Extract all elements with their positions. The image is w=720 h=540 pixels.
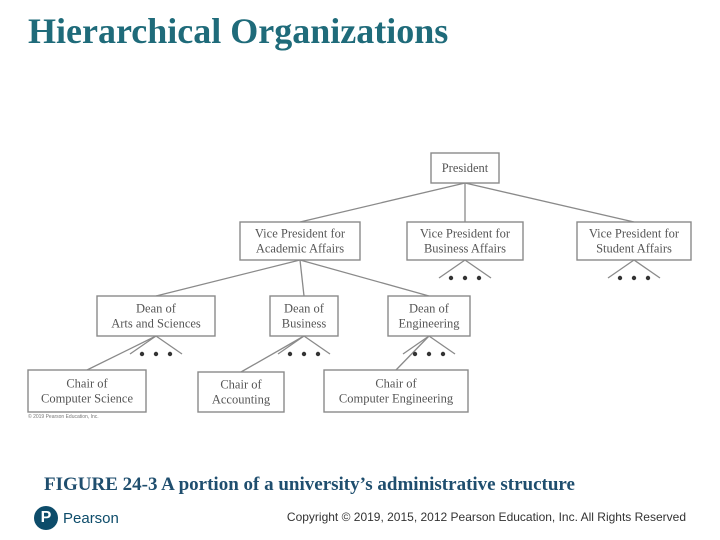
org-node-label: Arts and Sciences xyxy=(111,317,201,331)
org-node-box xyxy=(27,369,147,413)
org-node-label: Dean of xyxy=(284,302,325,316)
pearson-logo: P Pearson xyxy=(34,505,119,531)
org-node-label: Engineering xyxy=(398,317,460,331)
org-node-label: Business Affairs xyxy=(424,242,506,256)
edge-president-to-vp-academic xyxy=(299,182,466,223)
edge-dean-arts-to-chair-cs xyxy=(86,335,157,371)
org-node-label: Vice President for xyxy=(420,227,511,241)
org-node-box xyxy=(269,295,339,337)
org-node-label: Accounting xyxy=(212,393,271,407)
org-node-box xyxy=(430,152,500,184)
org-node-label: Academic Affairs xyxy=(256,242,344,256)
ellipsis-vp-student xyxy=(607,259,661,281)
org-node-label: President xyxy=(442,161,489,175)
pearson-wordmark: Pearson xyxy=(63,509,119,527)
figure-copyright: © 2019 Pearson Education, Inc. xyxy=(28,414,99,420)
edge-vp-academic-to-dean-arts xyxy=(155,259,301,297)
edge-dean-business-to-chair-accounting xyxy=(240,335,305,373)
org-node-box xyxy=(197,371,285,413)
org-node-box xyxy=(406,221,524,261)
org-node-label: Dean of xyxy=(409,302,450,316)
edge-vp-academic-to-dean-engineering xyxy=(299,259,430,297)
edge-vp-academic-to-dean-business xyxy=(299,259,305,297)
org-node-label: Vice President for xyxy=(589,227,680,241)
org-chart-ellipses xyxy=(129,259,661,357)
org-node-label: Chair of xyxy=(220,378,262,392)
org-node-label: Student Affairs xyxy=(596,242,672,256)
org-node-box xyxy=(323,369,469,413)
org-node-label: Business xyxy=(282,317,327,331)
org-node-box xyxy=(576,221,692,261)
edge-president-to-vp-student xyxy=(464,182,635,223)
org-chart-edges xyxy=(86,182,635,373)
edge-dean-engineering-to-chair-ce xyxy=(395,335,430,371)
ellipsis-dean-engineering xyxy=(402,335,456,357)
pearson-logo-icon: P xyxy=(34,506,58,530)
org-node-label: Chair of xyxy=(66,377,108,391)
ellipsis-dean-arts xyxy=(129,335,183,357)
org-node-box xyxy=(239,221,361,261)
ellipsis-dean-business xyxy=(277,335,331,357)
org-node-label: Dean of xyxy=(136,302,177,316)
org-node-box xyxy=(96,295,216,337)
footer-copyright: Copyright © 2019, 2015, 2012 Pearson Edu… xyxy=(286,510,686,524)
org-node-label: Computer Science xyxy=(41,392,133,406)
org-node-box xyxy=(387,295,471,337)
figure-caption: FIGURE 24-3 A portion of a university’s … xyxy=(44,474,575,495)
ellipsis-vp-business xyxy=(438,259,492,281)
org-node-president: President xyxy=(430,152,500,184)
org-node-label: Vice President for xyxy=(255,227,346,241)
org-node-label: Chair of xyxy=(375,377,417,391)
slide-title: Hierarchical Organizations xyxy=(28,11,449,51)
org-node-label: Computer Engineering xyxy=(339,392,454,406)
